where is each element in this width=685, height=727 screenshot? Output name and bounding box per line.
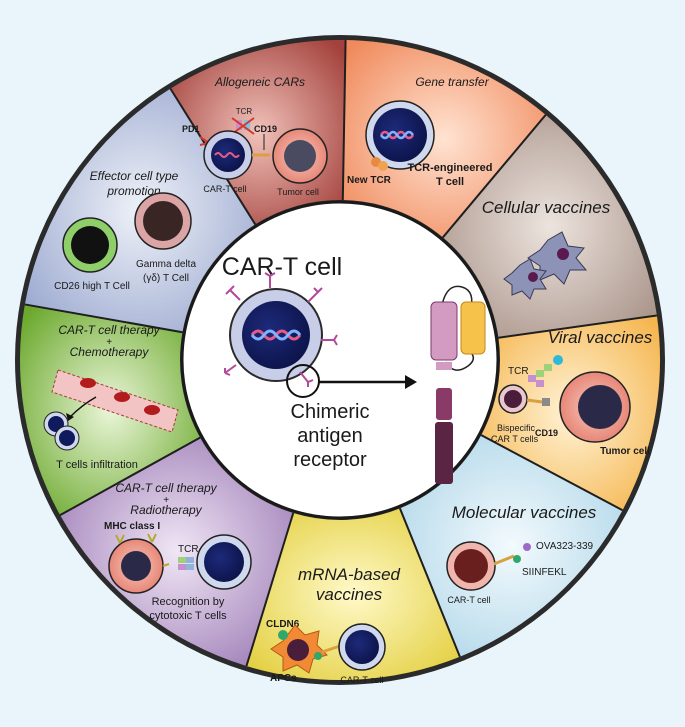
segment-radiotherapy: CAR-T cell therapy + Radiotherapy MHC cl… [104, 481, 252, 622]
bispecific-tcr-icon [528, 355, 563, 387]
molecular-vaccines-title: Molecular vaccines [452, 503, 597, 522]
chemotherapy-title-line-2: + [106, 337, 112, 348]
apc-cell-icon [270, 624, 328, 674]
allogeneic-cart-cell-label: CAR-T cell [203, 184, 246, 194]
segment-divider [245, 512, 295, 667]
effector-title-line-2: promotion [106, 184, 161, 198]
blood-vessel-icon [51, 369, 179, 433]
segment-divider [442, 114, 547, 239]
radiotherapy-tumor-cell-icon [108, 533, 170, 594]
infiltration-arrow-icon [69, 396, 97, 418]
recognition-label-2: cytotoxic T cells [149, 610, 227, 622]
center-panel: CAR-T cell Chimeric antigen receptor [222, 253, 486, 484]
recognition-label-1: Recognition by [152, 596, 225, 608]
viral-cd19-label: CD19 [535, 428, 558, 438]
mrna-cart-cell-label: CAR-T cell [340, 675, 383, 685]
segment-divider [24, 303, 183, 334]
car-molecule-icon [430, 285, 486, 484]
center-circle [180, 200, 500, 520]
radiotherapy-title-line-1: CAR-T cell therapy [115, 481, 217, 495]
radiotherapy-tcr-label: TCR [178, 544, 199, 555]
car-receptors-icon [224, 272, 338, 387]
radiotherapy-title-line-2: + [163, 495, 169, 506]
viral-tcr-label: TCR [508, 366, 529, 377]
segment-divider [480, 434, 624, 512]
receptor-label-line-3: receptor [293, 449, 367, 471]
mhc-label: MHC class I [104, 521, 160, 532]
tcr-engineered-label-1: TCR-engineered [408, 162, 493, 174]
gamma-label-1: Gamma delta [136, 259, 196, 270]
allogeneic-tumor-cell-icon [272, 128, 328, 184]
allogeneic-pd1-label: PD1 [182, 124, 200, 134]
allogeneic-title: Allogeneic CARs [214, 75, 305, 89]
segment-divider [399, 507, 461, 658]
tcr-engineered-label-2: T cell [436, 176, 464, 188]
infiltration-label: T cells infiltration [56, 459, 138, 471]
center-title: CAR-T cell [222, 253, 342, 281]
mrna-cart-cell-icon [321, 623, 386, 671]
ring-segment-cellular [442, 114, 657, 338]
chemotherapy-title-line-1: CAR-T cell therapy [58, 323, 160, 337]
segment-divider [341, 40, 347, 201]
bispecific-label-2: CAR T cells [491, 434, 539, 444]
dendritic-cell-icon [503, 231, 588, 300]
segment-molecular-vaccines: Molecular vaccines OVA323-339 SIINFEKL C… [446, 503, 597, 605]
ring-segment-gene-transfer [342, 40, 546, 238]
molecular-cart-cell-icon [446, 541, 515, 591]
receptor-label-line-1: Chimeric [291, 401, 370, 423]
cellular-vaccines-title: Cellular vaccines [482, 198, 611, 217]
segment-allogeneic: Allogeneic CARs TCR PD1 CD19 CAR-T cell … [182, 75, 328, 197]
segment-gene-transfer: Gene transfer New TCR TCR-engineered T c… [347, 75, 492, 188]
mrna-title-line-2: vaccines [316, 585, 383, 604]
viral-tumor-cell-label: Tumor cell [600, 446, 650, 457]
infiltrating-t-cells-icon [43, 411, 80, 451]
tcr-engineered-cell-icon [365, 100, 435, 171]
segment-viral-vaccines: Viral vaccines TCR Bispecific CAR T cell… [491, 328, 653, 457]
allogeneic-cd19-label: CD19 [254, 124, 277, 134]
allogeneic-tumor-cell-label: Tumor cell [277, 187, 319, 197]
viral-vaccines-title: Viral vaccines [548, 328, 653, 347]
allogeneic-cart-cell-icon [203, 130, 270, 180]
apcs-label: APCs [270, 673, 297, 684]
molecular-cart-cell-label: CAR-T cell [447, 595, 490, 605]
chemotherapy-title-line-3: Chemotherapy [70, 345, 150, 359]
viral-tumor-cell-icon [559, 371, 631, 443]
segment-effector: Effector cell type promotion CD26 high T… [54, 169, 196, 292]
new-tcr-label: New TCR [347, 175, 392, 186]
ring-segment-molecular [399, 435, 623, 657]
bispecific-cart-cell-icon [498, 384, 550, 414]
ova-label: OVA323-339 [536, 541, 594, 552]
cldn6-label: CLDN6 [266, 619, 300, 630]
cd26-label: CD26 high T Cell [54, 281, 130, 292]
ring-segment-radiotherapy [60, 437, 294, 667]
receptor-label-line-2: antigen [297, 425, 363, 447]
ova-peptide-icon [523, 543, 531, 551]
zoom-arrow-icon [318, 375, 417, 389]
divider-layer [24, 40, 658, 667]
cd26-t-cell-icon [62, 217, 118, 273]
cytotoxic-t-cell-icon [196, 534, 252, 590]
segment-chemotherapy: CAR-T cell therapy + Chemotherapy T cell… [43, 323, 179, 471]
siinfekl-label: SIINFEKL [522, 567, 567, 578]
segment-cellular-vaccines: Cellular vaccines [482, 198, 611, 300]
radiotherapy-title-line-3: Radiotherapy [130, 503, 202, 517]
siinfekl-peptide-icon [513, 555, 521, 563]
gene-transfer-title: Gene transfer [415, 75, 489, 89]
center-car-t-cell [224, 272, 338, 398]
allogeneic-tcr-label: TCR [236, 107, 253, 116]
segment-divider [498, 314, 658, 339]
radiotherapy-tcr-icon [178, 557, 194, 570]
gamma-label-2: (γδ) T Cell [143, 273, 189, 284]
gamma-delta-t-cell-icon [134, 192, 192, 250]
segment-divider [59, 436, 201, 517]
bispecific-label-1: Bispecific [497, 423, 536, 433]
mrna-title-line-1: mRNA-based [298, 565, 401, 584]
effector-title-line-1: Effector cell type [90, 169, 179, 183]
tcr-blocked-icon [231, 117, 255, 135]
segment-mrna-vaccines: mRNA-based vaccines CLDN6 APCs CAR-T cel… [266, 565, 401, 685]
